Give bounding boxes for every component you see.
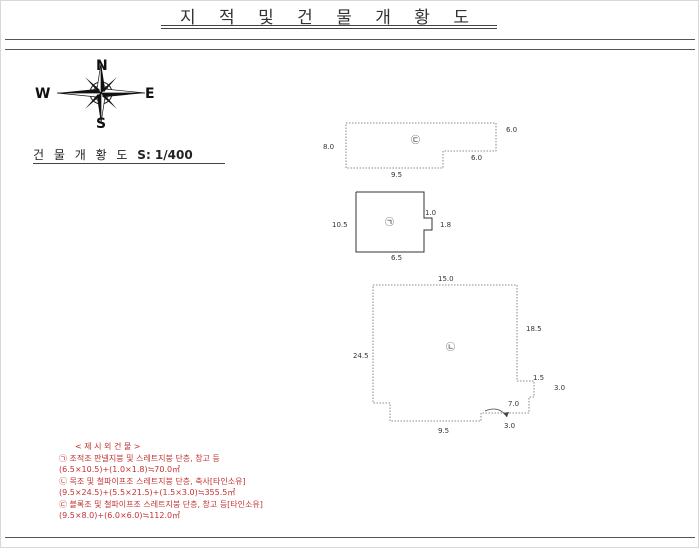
legend-line: (9.5×24.5)+(5.5×21.5)+(1.5×3.0)≒355.5㎡ <box>59 488 236 497</box>
building-a-dim-bottom: 6.5 <box>391 254 402 262</box>
title-underline <box>161 25 497 26</box>
legend-line: ㉡ 목조 및 철파이프조 스레트지붕 단층, 축사[타인소유] <box>59 476 246 486</box>
building-a-outline: ㉠ 10.5 6.5 1.0 1.8 <box>332 191 451 262</box>
building-b-dim-left: 24.5 <box>353 352 369 360</box>
building-b-dim-top: 15.0 <box>438 275 454 283</box>
bottom-rule <box>5 537 695 538</box>
building-b-symbol: ㉡ <box>446 342 455 353</box>
legend-header: < 제 시 외 건 물 > <box>75 442 141 451</box>
top-rule-2 <box>5 49 695 50</box>
building-c-dim-step: 6.0 <box>471 154 482 162</box>
scale-label-text: 건 물 개 황 도 <box>33 148 131 162</box>
legend-line: (6.5×10.5)+(1.0×1.8)≒70.0㎡ <box>59 465 181 474</box>
document-title: 지 적 및 건 물 개 황 도 <box>180 8 478 28</box>
arrowhead-icon <box>503 412 509 417</box>
building-c-dim-bottom: 9.5 <box>391 171 402 179</box>
scale-underline <box>33 163 225 164</box>
building-b-dim-right: 18.5 <box>526 325 542 333</box>
building-a-dim-notch-side: 1.8 <box>440 221 451 229</box>
compass-s-label: S <box>96 116 106 132</box>
compass-rose-icon: N S E W <box>35 58 155 132</box>
scale-value: S: 1/400 <box>137 148 193 162</box>
building-b-outline: ㉡ 15.0 24.5 18.5 1.5 3.0 7.0 9.5 3.0 <box>353 275 565 435</box>
building-b-dim-bottom-right: 3.0 <box>504 422 515 430</box>
building-a-dim-left: 10.5 <box>332 221 348 229</box>
compass-n-label: N <box>96 58 108 74</box>
building-b-dim-step1: 1.5 <box>533 374 544 382</box>
scale-label: 건 물 개 황 도 S: 1/400 <box>33 146 193 163</box>
building-c-dim-right: 6.0 <box>506 126 517 134</box>
building-b-dim-step2: 7.0 <box>508 400 519 408</box>
building-c-dim-left: 8.0 <box>323 143 334 151</box>
building-a-symbol: ㉠ <box>385 217 394 228</box>
legend-line: (9.5×8.0)+(6.0×6.0)≒112.0㎡ <box>59 511 181 520</box>
legend-block: < 제 시 외 건 물 > ㉠ 조적조 판넬지붕 및 스레트지붕 단층, 창고 … <box>59 441 263 522</box>
building-b-dim-step1-width: 3.0 <box>554 384 565 392</box>
compass-e-label: E <box>145 86 155 102</box>
title-underline-double <box>161 28 497 29</box>
top-rule <box>5 39 695 40</box>
building-c-outline: ㉢ 8.0 6.0 6.0 9.5 <box>323 122 517 179</box>
compass-w-label: W <box>35 86 50 102</box>
legend-line: ㉢ 블록조 및 철파이프조 스레트지붕 단층, 창고 등[타인소유] <box>59 499 263 509</box>
building-b-dim-bottom: 9.5 <box>438 427 449 435</box>
building-a-dim-notch-top: 1.0 <box>425 209 436 217</box>
building-c-symbol: ㉢ <box>411 135 420 146</box>
legend-line: ㉠ 조적조 판넬지붕 및 스레트지붕 단층, 창고 등 <box>59 453 220 463</box>
